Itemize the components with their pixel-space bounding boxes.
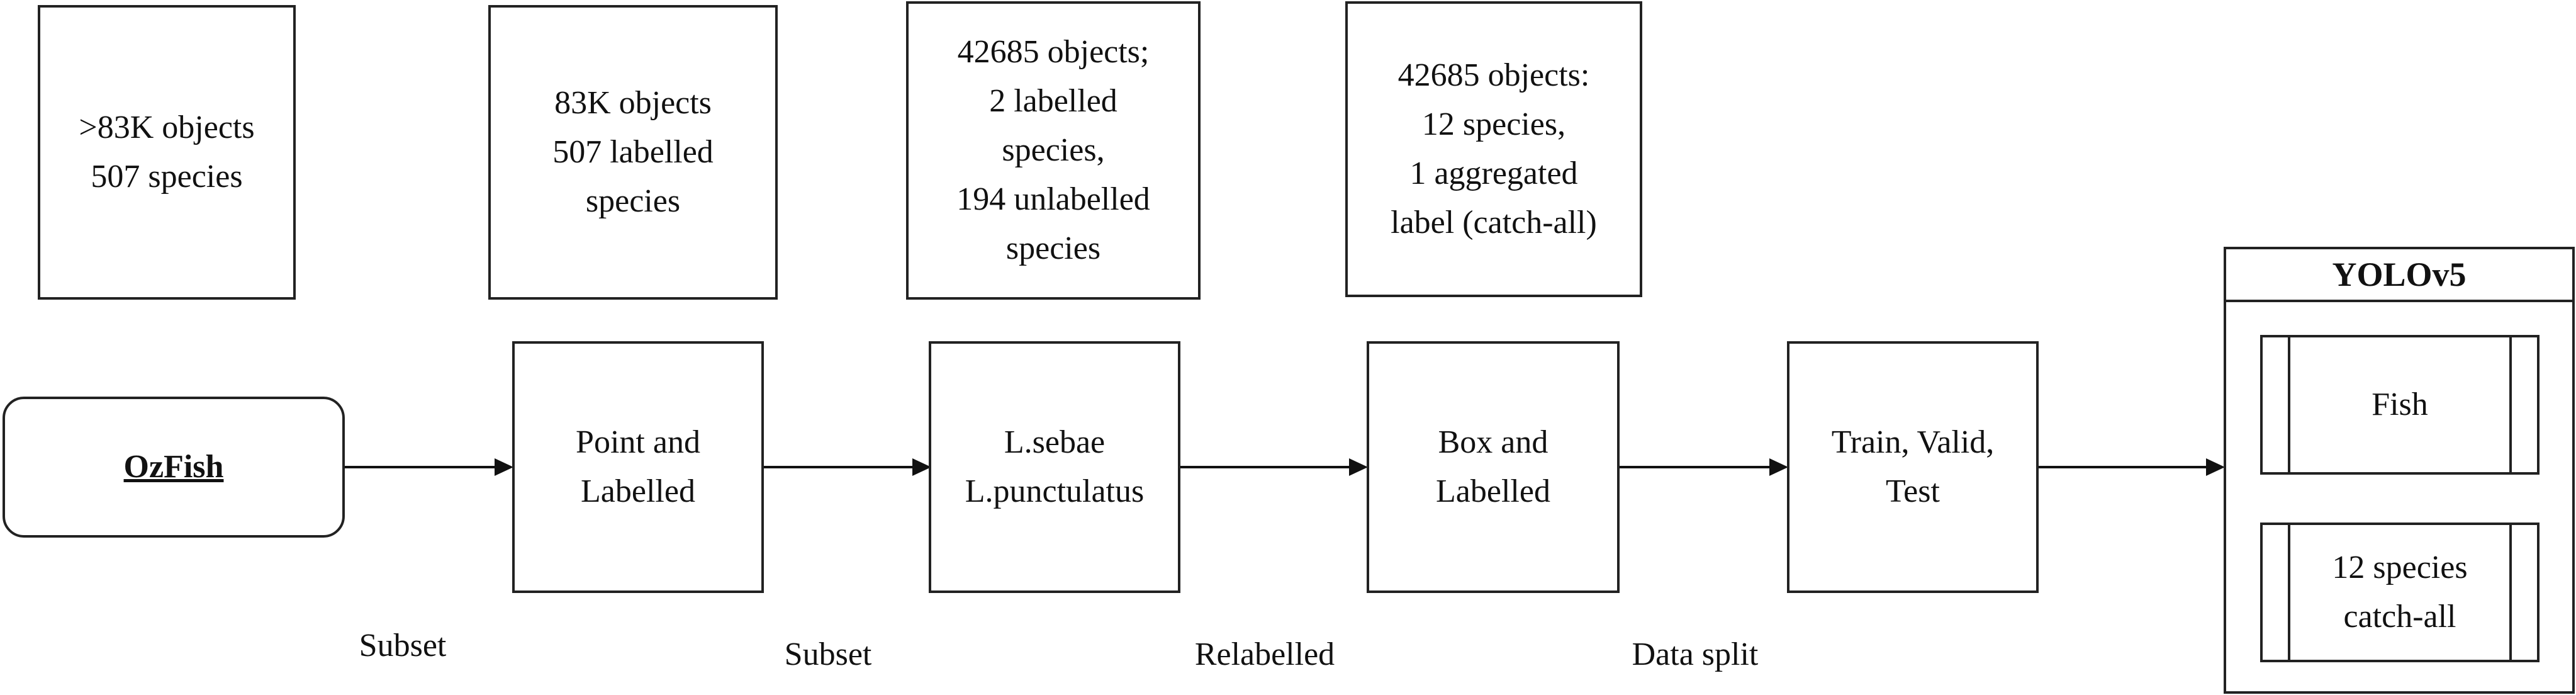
edge-label-data-split: Data split bbox=[1632, 636, 1759, 672]
stats-box-ozfish: >83K objects 507 species bbox=[38, 5, 296, 300]
stats-text: >83K objects 507 species bbox=[79, 110, 255, 195]
stats-text: 42685 objects; 2 labelled species, 194 u… bbox=[956, 34, 1150, 266]
arrowhead-1 bbox=[495, 458, 513, 476]
node-point-labelled: Point and Labelled bbox=[512, 341, 764, 593]
stats-text: 83K objects 507 labelled species bbox=[552, 85, 714, 219]
edge-label-subset-1: Subset bbox=[359, 628, 447, 664]
stats-box-box-labelled: 42685 objects: 12 species, 1 aggregated … bbox=[1345, 1, 1642, 297]
node-text: Train, Valid, Test bbox=[1831, 424, 1995, 509]
yolov5-item-label: Fish bbox=[2372, 387, 2428, 422]
stats-box-point-labelled: 83K objects 507 labelled species bbox=[488, 5, 778, 300]
stats-text: 42685 objects: 12 species, 1 aggregated … bbox=[1391, 57, 1597, 240]
node-text: Box and Labelled bbox=[1436, 424, 1550, 509]
yolov5-group: YOLOv5 Fish 12 species catch-all bbox=[2224, 247, 2575, 694]
yolov5-item-label: 12 species catch-all bbox=[2332, 550, 2468, 635]
arrowhead-4 bbox=[1769, 458, 1788, 476]
node-ozfish: OzFish bbox=[3, 397, 345, 538]
yolov5-title: YOLOv5 bbox=[2226, 249, 2572, 302]
node-species: L.sebae L.punctulatus bbox=[929, 341, 1180, 593]
yolov5-item-fish: Fish bbox=[2260, 335, 2540, 475]
stats-box-species-subset: 42685 objects; 2 labelled species, 194 u… bbox=[906, 1, 1201, 300]
yolov5-item-species: 12 species catch-all bbox=[2260, 523, 2540, 662]
node-text: Point and Labelled bbox=[576, 424, 700, 509]
arrowhead-3 bbox=[1349, 458, 1368, 476]
node-text: L.sebae L.punctulatus bbox=[965, 424, 1145, 509]
edge-label-subset-2: Subset bbox=[784, 636, 872, 672]
node-box-labelled: Box and Labelled bbox=[1367, 341, 1620, 593]
arrowhead-2 bbox=[912, 458, 931, 476]
node-ozfish-label: OzFish bbox=[123, 449, 224, 485]
node-data-split: Train, Valid, Test bbox=[1787, 341, 2039, 593]
edge-label-relabelled: Relabelled bbox=[1194, 636, 1335, 672]
arrowhead-5 bbox=[2206, 458, 2225, 476]
